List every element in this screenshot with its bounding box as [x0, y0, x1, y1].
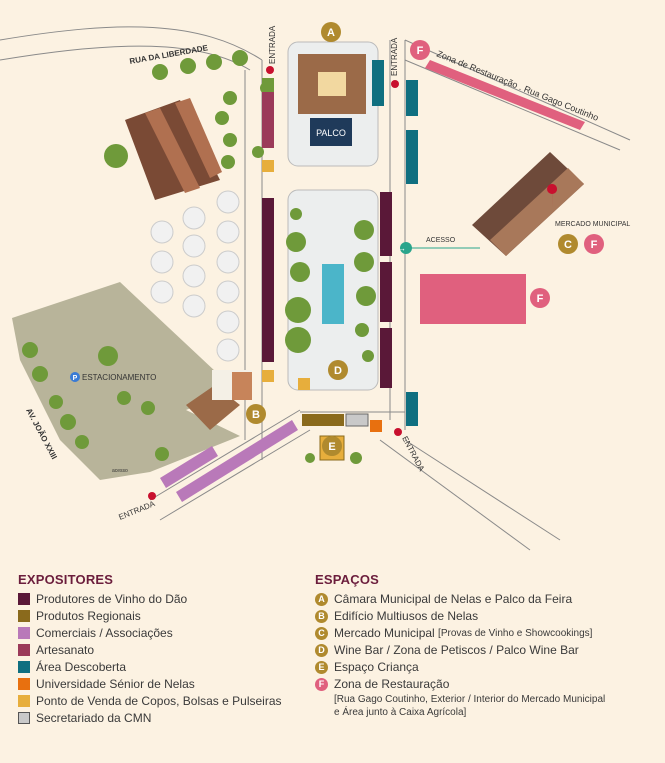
stalls-commercial — [160, 420, 298, 502]
legend-item: B Edifício Multiusos de Nelas — [315, 608, 605, 625]
parking-icon — [70, 372, 80, 382]
letter-badge: E — [315, 661, 328, 674]
legend-label: Mercado Municipal — [334, 626, 439, 640]
stalls-crafts — [262, 92, 274, 148]
entrance-icon — [266, 66, 274, 74]
legend-label: Wine Bar / Zona de Petiscos / Palco Wine… — [334, 643, 579, 657]
parking-label: ESTACIONAMENTO — [82, 373, 156, 382]
legend-title-espacos: ESPAÇOS — [315, 572, 380, 587]
letter-badge: B — [315, 610, 328, 623]
stalls-crafts-top — [262, 78, 274, 92]
legend-item: Universidade Sénior de Nelas — [18, 676, 282, 693]
svg-text:→: → — [398, 244, 406, 253]
legend-label: Ponto de Venda de Copos, Bolsas e Pulsei… — [36, 694, 282, 708]
legend-item: E Espaço Criança — [315, 659, 605, 676]
wine-bar-pool — [322, 264, 344, 324]
parking-symbol: P — [73, 375, 78, 382]
legend-label: Produtos Regionais — [36, 609, 141, 623]
stalls-wine — [262, 192, 392, 388]
swatch — [18, 644, 30, 656]
stalls-regional — [302, 414, 344, 426]
legend-label: Secretariado da CMN — [36, 711, 152, 725]
marker-f-street: F — [417, 45, 424, 57]
entrance-icon — [394, 428, 402, 436]
event-map: → RUA DA LIBERDADE AV. JOÃO XXIII Zona d… — [0, 22, 630, 551]
street-label-liberdade: RUA DA LIBERDADE — [129, 43, 209, 66]
entrance-icon — [148, 492, 156, 500]
entrance-label-south-west: ENTRADA — [117, 499, 156, 522]
stall-university — [370, 420, 382, 432]
letter-badge: F — [315, 678, 328, 691]
legend-label: Área Descoberta — [36, 660, 127, 674]
marker-d: D — [334, 365, 342, 377]
small-access-label: acesso — [112, 468, 128, 474]
legend-sub-note-2: e Área junto à Caixa Agrícola] — [334, 707, 467, 718]
legend-item: Produtos Regionais — [18, 608, 282, 625]
legend-label: Comerciais / Associações — [36, 626, 173, 640]
swatch — [18, 712, 30, 724]
map-pin-icon — [547, 184, 558, 208]
barn-building — [125, 98, 222, 200]
legend-espacos: ESPAÇOS A Câmara Municipal de Nelas e Pal… — [315, 572, 605, 719]
legend-item: Ponto de Venda de Copos, Bolsas e Pulsei… — [18, 693, 282, 710]
legend-label: Zona de Restauração — [334, 677, 450, 691]
marker-e: E — [328, 441, 335, 453]
legend-label: Artesanato — [36, 643, 95, 657]
swatch — [18, 678, 30, 690]
swatch — [18, 661, 30, 673]
stall-secretariat — [345, 413, 369, 427]
legend-label: Espaço Criança — [334, 660, 419, 674]
legend-label: Produtores de Vinho do Dão — [36, 592, 188, 606]
legend-item: A Câmara Municipal de Nelas e Palco da Fe… — [315, 591, 605, 608]
legend-title-expositores: EXPOSITORES — [18, 572, 114, 587]
entrance-label-north-west: ENTRADA — [268, 25, 277, 64]
swatch — [18, 593, 30, 605]
marker-b: B — [252, 409, 260, 421]
legend-expositores: EXPOSITORES Produtores de Vinho do Dão P… — [18, 572, 282, 727]
marker-c: C — [564, 239, 572, 251]
stage-label: PALCO — [316, 128, 346, 138]
marker-a: A — [327, 27, 335, 39]
letter-badge: A — [315, 593, 328, 606]
tent-domes — [150, 190, 240, 362]
legend-item: D Wine Bar / Zona de Petiscos / Palco Win… — [315, 642, 605, 659]
entrance-label-south-east: ENTRADA — [400, 435, 426, 474]
legend-item: Secretariado da CMN — [18, 710, 282, 727]
market-label: MERCADO MUNICIPAL — [555, 221, 630, 228]
legend-note: [Provas de Vinho e Showcookings] — [438, 628, 593, 639]
access-label: ACESSO — [426, 237, 456, 244]
swatch — [18, 627, 30, 639]
legend-item: C Mercado Municipal [Provas de Vinho e Sh… — [315, 625, 605, 642]
stalls-open-area — [372, 60, 418, 426]
letter-badge: C — [315, 627, 328, 640]
legend-item: Artesanato — [18, 642, 282, 659]
legend-item: Produtores de Vinho do Dão — [18, 591, 282, 608]
letter-badge: D — [315, 644, 328, 657]
trees — [22, 50, 376, 464]
entrance-label-north-east: ENTRADA — [390, 37, 399, 76]
entrance-icon — [391, 80, 399, 88]
legend-label: Edifício Multiusos de Nelas — [334, 609, 479, 623]
street-label-restauracao: Zona de Restauração . Rua Gago Coutinho — [435, 49, 600, 123]
food-zone-caixa — [420, 274, 526, 324]
food-zone-street — [425, 60, 585, 130]
legend-item: F Zona de Restauração — [315, 676, 605, 693]
marker-f-caixa: F — [537, 293, 544, 305]
legend-sub-note-1: [Rua Gago Coutinho, Exterior / Interior … — [334, 694, 606, 705]
parking-lot — [12, 282, 240, 480]
legend-label: Câmara Municipal de Nelas e Palco da Fei… — [334, 592, 573, 606]
legend-label: Universidade Sénior de Nelas — [36, 677, 195, 691]
market-building — [472, 152, 584, 256]
entrance-icons — [148, 66, 402, 500]
swatch — [18, 695, 30, 707]
legend-item: Área Descoberta — [18, 659, 282, 676]
legend-item: Comerciais / Associações — [18, 625, 282, 642]
marker-f-market: F — [591, 239, 598, 251]
stage — [310, 118, 352, 146]
swatch — [18, 610, 30, 622]
markers: A B C D E F F F — [246, 22, 604, 456]
access-arrow-icon — [400, 242, 412, 254]
